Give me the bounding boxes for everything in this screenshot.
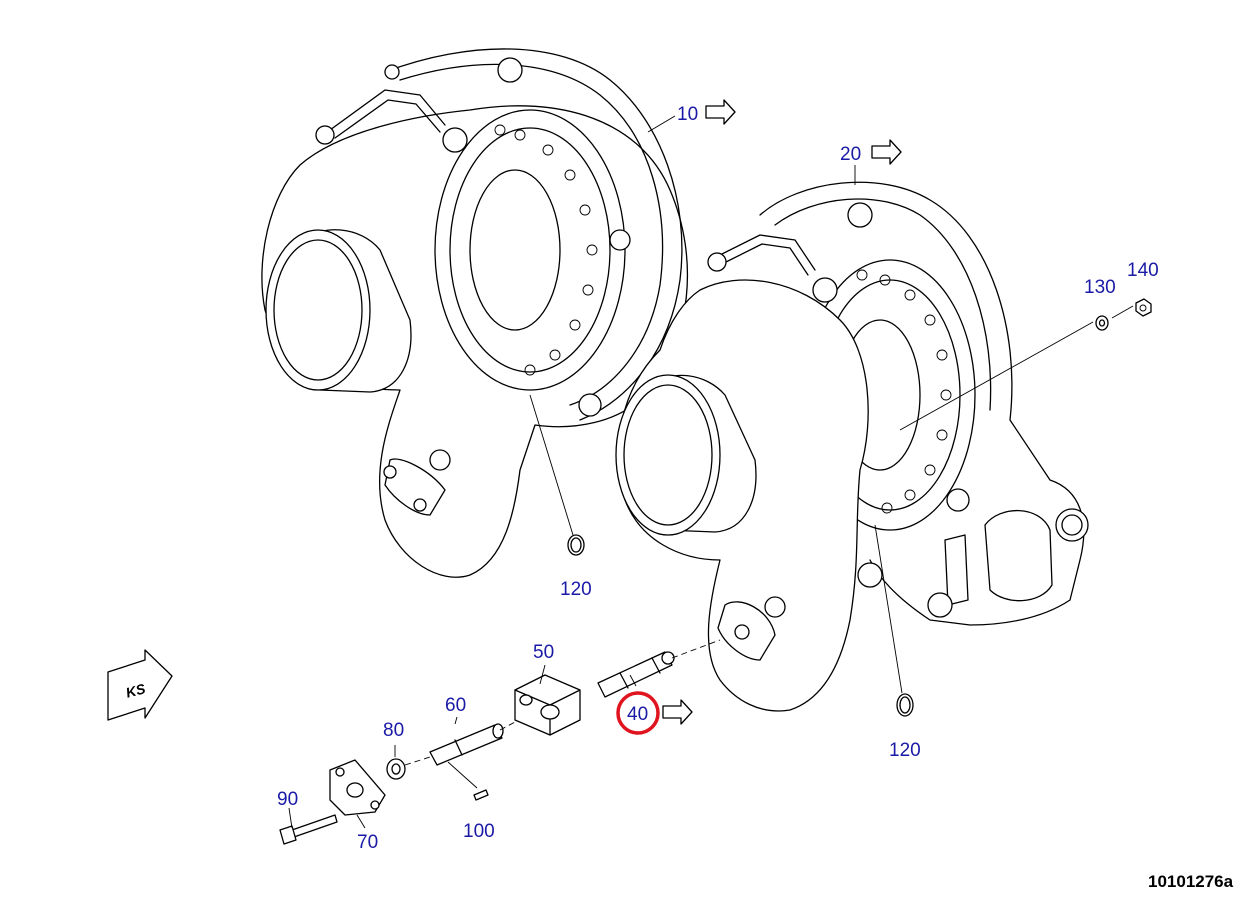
ref-arrow-40[interactable] bbox=[662, 699, 693, 725]
part-100-spring-pin[interactable] bbox=[473, 789, 489, 801]
ks-label: KS bbox=[124, 680, 148, 701]
callout-120-b[interactable]: 120 bbox=[889, 740, 921, 761]
callout-40[interactable]: 40 bbox=[627, 704, 648, 725]
callout-10[interactable]: 10 bbox=[677, 104, 698, 125]
callout-60[interactable]: 60 bbox=[445, 695, 466, 716]
callout-90[interactable]: 90 bbox=[277, 789, 298, 810]
leader-lines bbox=[288, 115, 1134, 829]
reference-arrows bbox=[662, 99, 902, 725]
drawing-number: 10101276a bbox=[1148, 872, 1234, 891]
part-130-washer[interactable] bbox=[1095, 315, 1109, 331]
part-90-bolt[interactable] bbox=[279, 814, 338, 845]
callout-140[interactable]: 140 bbox=[1127, 260, 1159, 281]
part-40-stud[interactable] bbox=[597, 651, 675, 698]
callout-20[interactable]: 20 bbox=[840, 144, 861, 165]
callout-80[interactable]: 80 bbox=[383, 720, 404, 741]
part-80-washer[interactable] bbox=[386, 758, 406, 780]
callout-50[interactable]: 50 bbox=[533, 642, 554, 663]
turbocharger-20[interactable] bbox=[615, 181, 1089, 712]
part-120-oring-b[interactable] bbox=[896, 693, 914, 717]
callouts: 10 20 40 50 60 70 80 90 100 120 120 130 … bbox=[277, 104, 1159, 853]
part-60-pin[interactable] bbox=[429, 723, 504, 766]
ref-arrow-20[interactable] bbox=[871, 139, 902, 165]
part-50-flange[interactable] bbox=[514, 674, 581, 736]
part-140-nut[interactable] bbox=[1135, 298, 1152, 317]
callout-120-a[interactable]: 120 bbox=[560, 579, 592, 600]
part-70-cover[interactable] bbox=[329, 759, 386, 816]
highlight-ring-40 bbox=[616, 691, 660, 735]
callout-70[interactable]: 70 bbox=[357, 832, 378, 853]
callout-130[interactable]: 130 bbox=[1084, 277, 1116, 298]
ref-arrow-10[interactable] bbox=[705, 99, 736, 125]
part-120-oring-a[interactable] bbox=[567, 534, 585, 556]
turbocharger-10[interactable] bbox=[261, 48, 689, 578]
ks-direction-marker: KS bbox=[107, 649, 173, 721]
callout-100[interactable]: 100 bbox=[463, 821, 495, 842]
